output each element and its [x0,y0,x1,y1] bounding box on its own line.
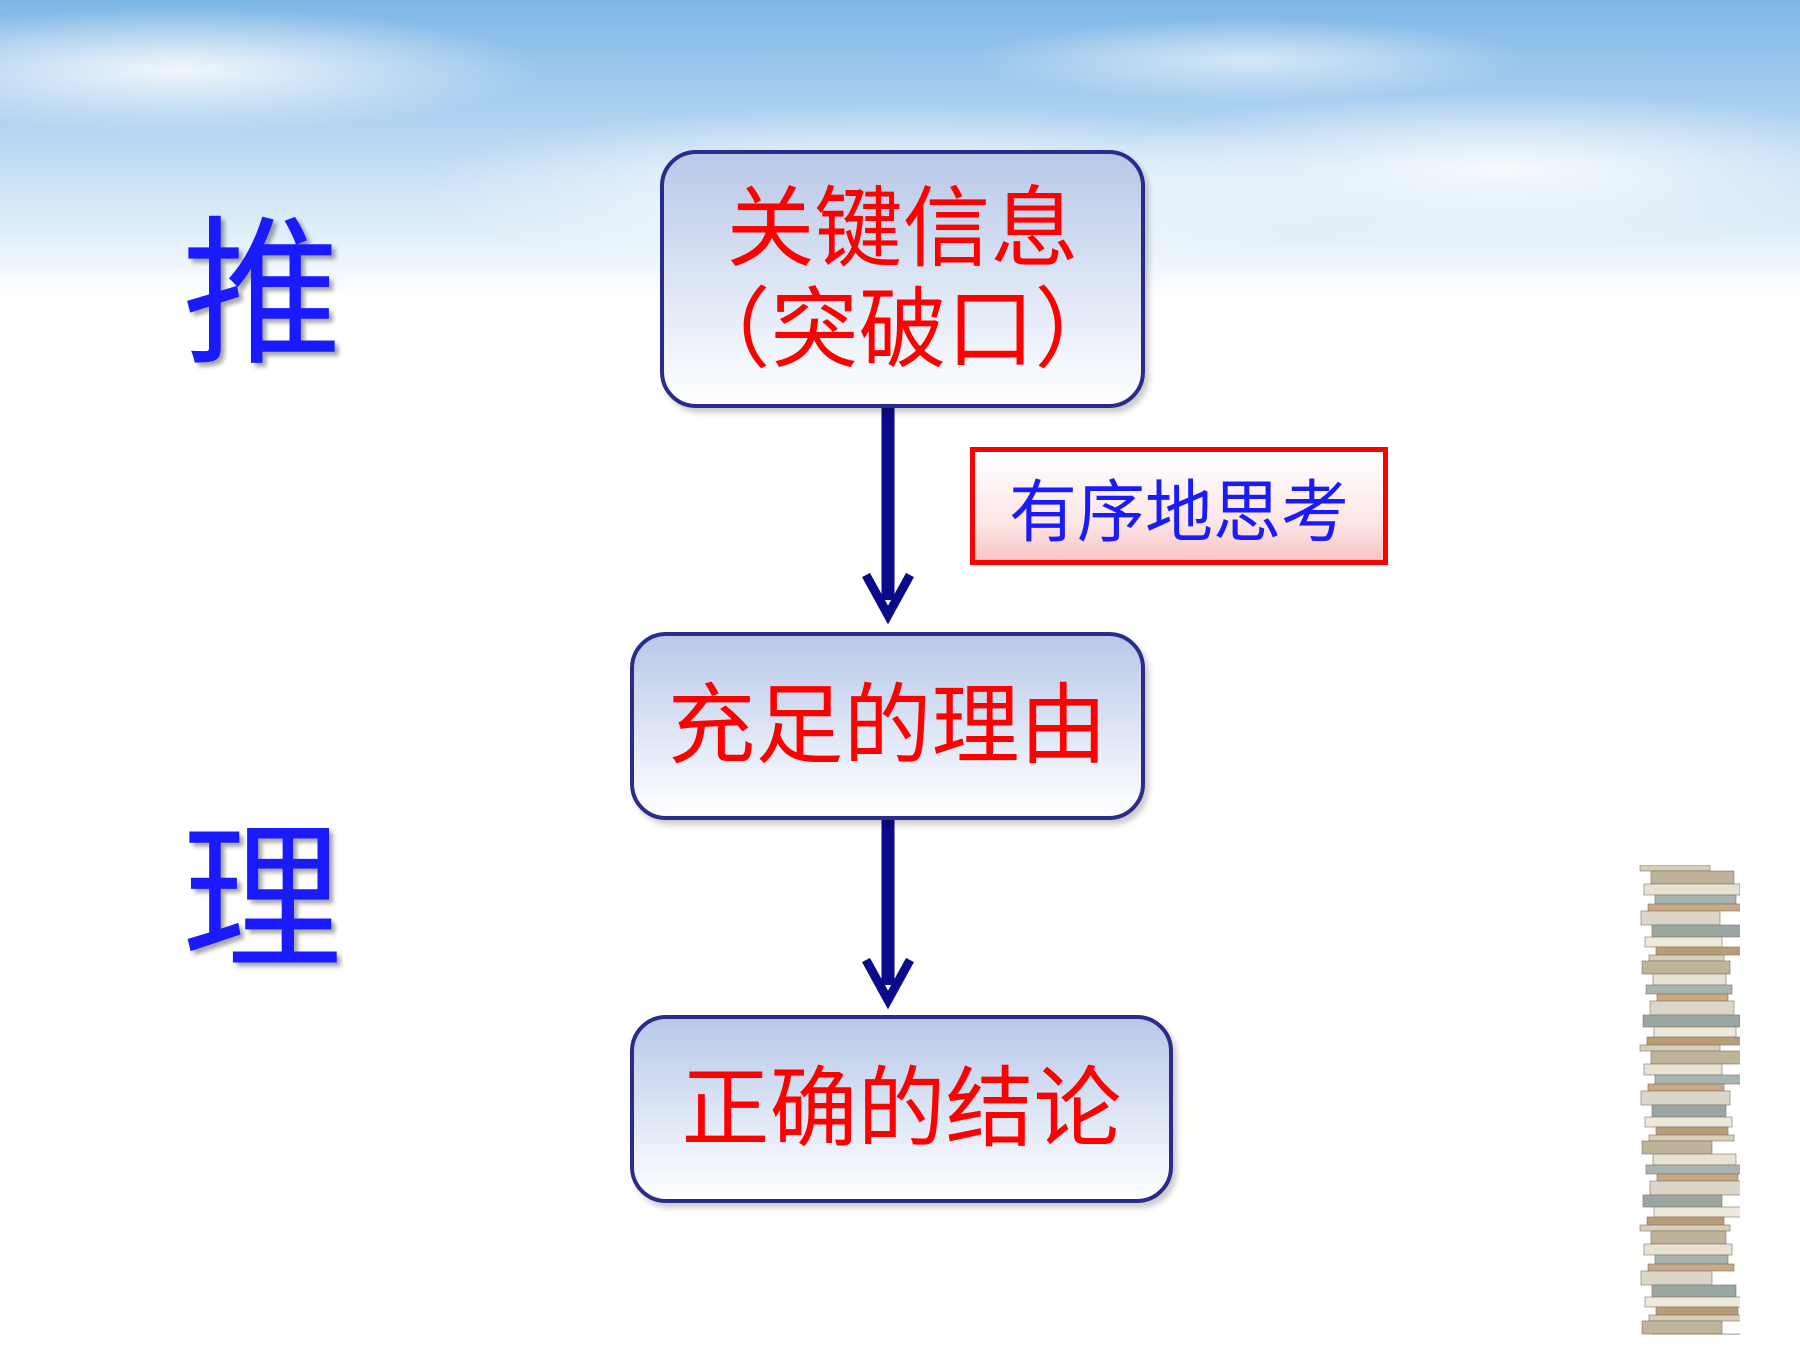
book-layer [1646,1036,1740,1046]
book-layer [1640,1270,1713,1286]
book-layer [1639,865,1711,872]
book-layer [1649,1000,1735,1016]
book-layer [1651,1104,1727,1118]
book-layer [1645,1164,1740,1175]
book-layer [1653,1206,1740,1218]
book-layer [1641,1140,1713,1155]
book-layer [1640,1090,1731,1106]
book-layer [1640,910,1721,926]
book-layer [1643,1243,1733,1256]
book-layer [1653,1026,1737,1038]
book-layer [1648,954,1725,962]
node-sufficient-reason: 充足的理由 [630,632,1145,820]
book-layer [1639,1044,1721,1052]
book-stack-icon [1639,865,1740,1335]
book-layer [1655,1126,1729,1136]
book-layer [1643,1063,1723,1076]
book-layer [1648,1314,1740,1322]
book-layer [1646,1216,1725,1226]
book-layer [1654,1074,1740,1085]
book-layer [1644,936,1723,948]
book-layer [1651,924,1740,938]
book-layer [1647,903,1740,912]
book-layer [1639,1224,1731,1232]
node-conclusion-text: 正确的结论 [681,1057,1122,1161]
note-ordered-thinking: 有序地思考 [970,447,1388,565]
book-layer [1650,1050,1740,1065]
book-layer [1652,973,1727,986]
node-reason-text: 充足的理由 [667,674,1108,778]
book-layer [1641,1320,1723,1335]
book-layer [1650,870,1735,885]
book-layer [1644,1296,1740,1308]
node-key-line2: （突破口） [682,278,1123,381]
book-layer [1652,1153,1737,1166]
book-layer [1642,1194,1723,1208]
book-layer [1652,1333,1740,1335]
book-layer [1654,1254,1729,1265]
arrow-key-to-reason [862,408,914,625]
book-layer [1651,1284,1737,1298]
arrow-reason-to-conclusion [862,820,914,1010]
book-layer [1645,984,1733,995]
book-layer [1643,883,1740,896]
book-layer [1648,1134,1735,1142]
book-layer [1647,1083,1725,1092]
book-layer [1656,993,1729,1002]
book-layer [1650,1230,1727,1245]
side-char-bottom: 理 [182,806,343,993]
book-layer [1647,1263,1735,1272]
book-layer [1642,1014,1740,1028]
node-key-line1: 关键信息 [726,176,1079,280]
book-layer [1644,1116,1733,1128]
side-char-top: 推 [182,201,343,388]
book-layer [1641,960,1731,975]
book-layer [1649,1180,1740,1196]
book-layer [1656,1173,1739,1182]
node-key-information: 关键信息 （突破口） [660,150,1145,408]
book-layer [1655,1306,1739,1316]
node-correct-conclusion: 正确的结论 [630,1015,1173,1203]
book-layer [1655,946,1740,956]
book-layer [1654,894,1737,905]
